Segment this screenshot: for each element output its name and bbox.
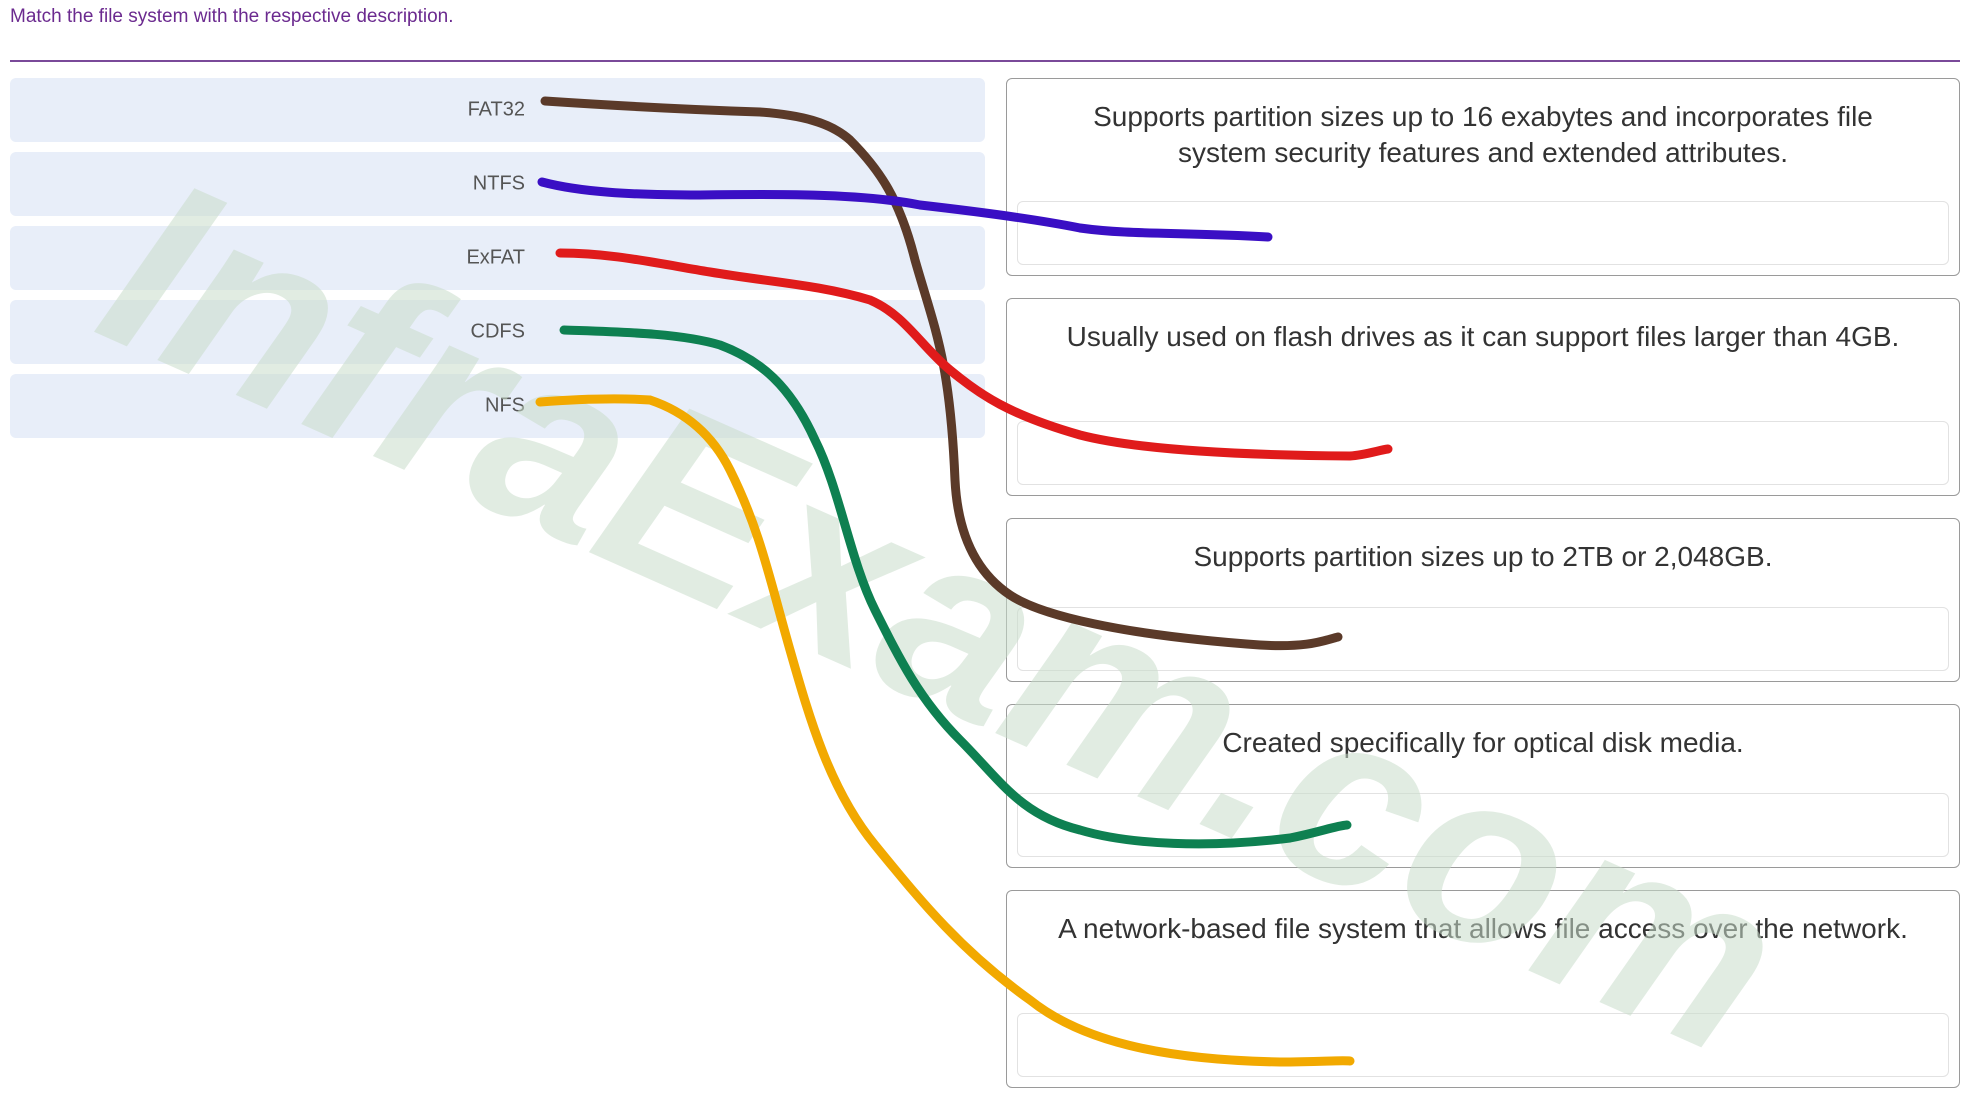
source-item-ntfs[interactable]: NTFS [10, 152, 985, 216]
header-divider [10, 60, 1960, 62]
target-card: Supports partition sizes up to 2TB or 2,… [1006, 518, 1960, 682]
source-item-nfs[interactable]: NFS [10, 374, 985, 438]
target-description: Usually used on flash drives as it can s… [1066, 321, 1900, 352]
drop-zone[interactable] [1017, 1013, 1949, 1077]
source-label: NFS [485, 394, 525, 417]
source-label: ExFAT [466, 246, 525, 269]
target-description: A network-based file system that allows … [1058, 913, 1908, 944]
drop-zone[interactable] [1017, 201, 1949, 265]
source-item-exfat[interactable]: ExFAT [10, 226, 985, 290]
target-card: Supports partition sizes up to 16 exabyt… [1006, 78, 1960, 276]
drop-zone[interactable] [1017, 421, 1949, 485]
source-item-fat32[interactable]: FAT32 [10, 78, 985, 142]
target-description: Created specifically for optical disk me… [1222, 727, 1744, 758]
target-description: Supports partition sizes up to 2TB or 2,… [1193, 541, 1773, 572]
target-card: A network-based file system that allows … [1006, 890, 1960, 1088]
source-list: FAT32 NTFS ExFAT CDFS NFS [10, 78, 985, 448]
source-label: NTFS [472, 172, 525, 195]
source-label: CDFS [470, 320, 525, 343]
target-card: Usually used on flash drives as it can s… [1006, 298, 1960, 496]
source-label: FAT32 [467, 98, 525, 121]
source-item-cdfs[interactable]: CDFS [10, 300, 985, 364]
target-list: Supports partition sizes up to 16 exabyt… [1006, 78, 1960, 1088]
target-card: Created specifically for optical disk me… [1006, 704, 1960, 868]
drop-zone[interactable] [1017, 607, 1949, 671]
instruction-text: Match the file system with the respectiv… [10, 6, 454, 27]
drop-zone[interactable] [1017, 793, 1949, 857]
target-description: Supports partition sizes up to 16 exabyt… [1093, 101, 1873, 168]
